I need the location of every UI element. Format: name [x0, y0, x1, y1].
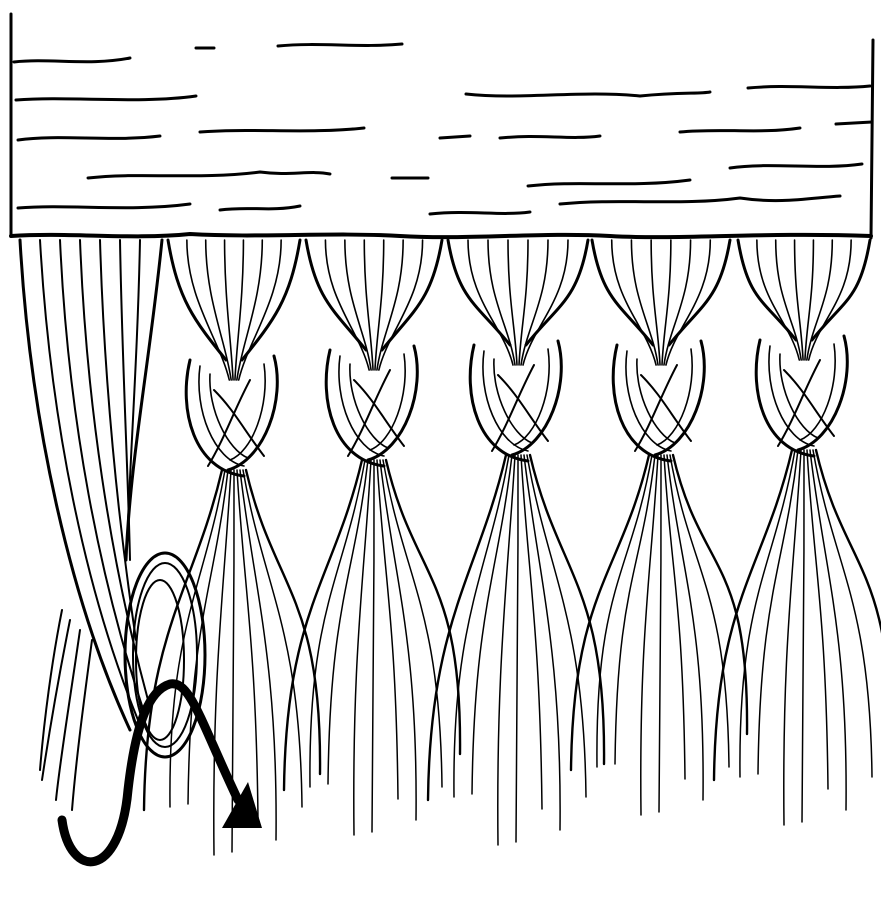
tassel-2	[144, 240, 320, 855]
knot-3	[326, 346, 417, 466]
fabric-texture	[14, 44, 872, 214]
knot-2	[186, 356, 277, 476]
knotted-tassels	[144, 240, 881, 855]
tassel-6	[714, 240, 881, 825]
tassel-4	[428, 240, 604, 845]
knot-5	[613, 341, 704, 461]
tassel-3	[284, 240, 460, 835]
tassel-being-knotted	[20, 240, 205, 810]
tassel-5	[571, 240, 747, 815]
fabric-panel	[11, 14, 873, 238]
knot-6	[756, 336, 847, 456]
knot-4	[470, 341, 561, 461]
